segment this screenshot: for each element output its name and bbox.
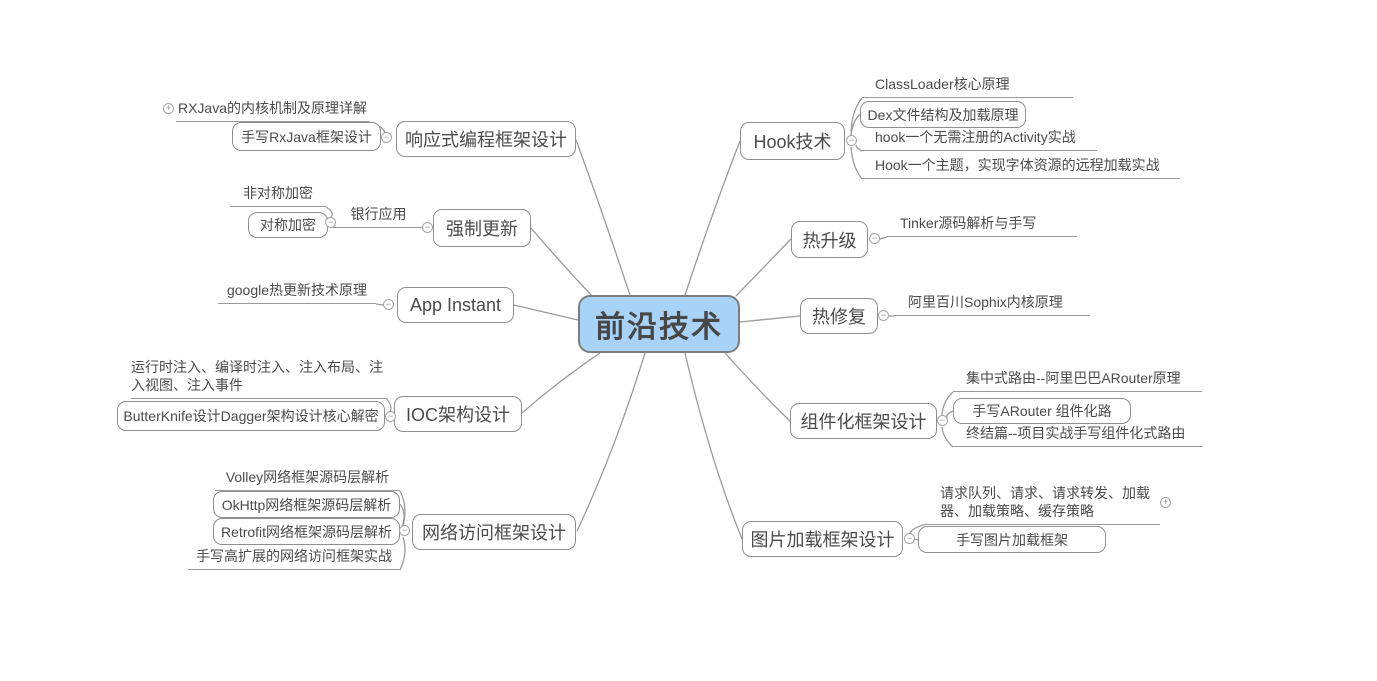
expand-icon[interactable]: +	[163, 103, 174, 114]
collapse-icon[interactable]: −	[846, 135, 857, 146]
topic-hook-activity[interactable]: hook一个无需注册的Activity实战	[862, 129, 1097, 151]
topic-symmetric-encryption[interactable]: 对称加密	[248, 212, 328, 238]
collapse-icon[interactable]: −	[399, 525, 410, 536]
collapse-icon[interactable]: −	[422, 222, 433, 233]
branch-reactive-programming[interactable]: 响应式编程框架设计	[396, 121, 576, 157]
branch-componentization[interactable]: 组件化框架设计	[790, 403, 937, 439]
topic-dex-structure[interactable]: Dex文件结构及加载原理	[860, 101, 1026, 128]
branch-app-instant[interactable]: App Instant	[397, 287, 514, 323]
branch-hook-technology[interactable]: Hook技术	[740, 122, 845, 160]
topic-request-queue-strategy[interactable]: 请求队列、请求、请求转发、加载器、加载策略、缓存策略	[927, 484, 1160, 525]
collapse-icon[interactable]: −	[904, 533, 915, 544]
collapse-icon[interactable]: −	[383, 299, 394, 310]
topic-butterknife-dagger[interactable]: ButterKnife设计Dagger架构设计核心解密	[117, 401, 385, 431]
topic-handwrite-network-framework[interactable]: 手写高扩展的网络访问框架实战	[188, 548, 400, 570]
collapse-icon[interactable]: −	[325, 217, 336, 228]
topic-asymmetric-encryption[interactable]: 非对称加密	[230, 185, 326, 207]
branch-ioc-architecture[interactable]: IOC架构设计	[394, 396, 522, 432]
topic-google-hotfix-principle[interactable]: google热更新技术原理	[218, 282, 376, 304]
collapse-icon[interactable]: −	[937, 415, 948, 426]
topic-retrofit-source[interactable]: Retrofit网络框架源码层解析	[213, 518, 400, 545]
root-topic[interactable]: 前沿技术	[578, 295, 740, 353]
topic-arouter-principle[interactable]: 集中式路由--阿里巴巴ARouter原理	[953, 370, 1202, 392]
topic-injection-types[interactable]: 运行时注入、编译时注入、注入布局、注入视图、注入事件	[131, 358, 386, 399]
collapse-icon[interactable]: −	[878, 310, 889, 321]
topic-volley-source[interactable]: Volley网络框架源码层解析	[215, 469, 400, 491]
topic-handwrite-image-loader[interactable]: 手写图片加载框架	[918, 526, 1106, 553]
topic-tinker-source[interactable]: Tinker源码解析与手写	[887, 215, 1077, 237]
branch-hot-fix[interactable]: 热修复	[800, 298, 878, 334]
topic-componentized-routing-practice[interactable]: 终结篇--项目实战手写组件化式路由	[953, 425, 1203, 447]
topic-handwrite-arouter[interactable]: 手写ARouter 组件化路	[953, 398, 1131, 424]
topic-handwrite-rxjava[interactable]: 手写RxJava框架设计	[232, 122, 381, 151]
topic-hook-theme-font[interactable]: Hook一个主题，实现字体资源的远程加载实战	[862, 157, 1180, 179]
topic-okhttp-source[interactable]: OkHttp网络框架源码层解析	[213, 491, 400, 518]
topic-sophix-principle[interactable]: 阿里百川Sophix内核原理	[895, 294, 1090, 316]
collapse-icon[interactable]: −	[869, 233, 880, 244]
collapse-icon[interactable]: −	[381, 132, 392, 143]
topic-classloader-principle[interactable]: ClassLoader核心原理	[862, 76, 1073, 98]
expand-icon[interactable]: +	[1160, 497, 1171, 508]
topic-rxjava-core-principle[interactable]: RXJava的内核机制及原理详解	[176, 100, 369, 122]
collapse-icon[interactable]: −	[385, 411, 396, 422]
branch-hot-upgrade[interactable]: 热升级	[791, 221, 868, 258]
branch-network-framework[interactable]: 网络访问框架设计	[412, 514, 576, 550]
branch-forced-update[interactable]: 强制更新	[433, 209, 531, 247]
branch-image-loading[interactable]: 图片加载框架设计	[742, 521, 903, 557]
topic-bank-app[interactable]: 银行应用	[333, 203, 424, 228]
